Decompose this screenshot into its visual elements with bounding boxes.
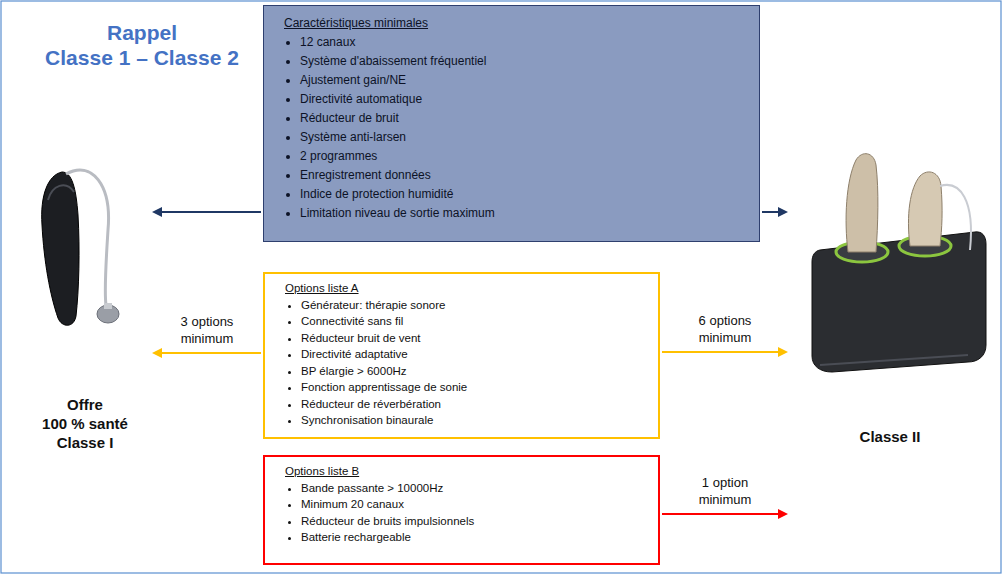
bullet-item: 12 canaux bbox=[300, 33, 745, 52]
bullet-item: 2 programmes bbox=[300, 147, 745, 166]
options-box: Options liste BBande passante > 10000HzM… bbox=[263, 455, 660, 565]
bullet-item: Minimum 20 canaux bbox=[301, 496, 644, 513]
title-subline: Classe 1 – Classe 2 bbox=[22, 45, 262, 70]
hearing-aid-bte bbox=[42, 170, 119, 325]
diagram-title: Rappel bbox=[22, 20, 262, 45]
device-class-group: Offre100 % santéClasse I bbox=[20, 150, 150, 475]
class-label: Offre bbox=[20, 395, 150, 414]
arrow-head bbox=[778, 347, 788, 357]
node-content: Classe II bbox=[790, 427, 990, 446]
class-label: 100 % santé bbox=[20, 414, 150, 433]
bullet-item: Fonction apprentissage de sonie bbox=[301, 379, 644, 396]
arrow-head bbox=[152, 348, 162, 358]
node-content: Options liste AGénérateur: thérapie sono… bbox=[285, 280, 644, 429]
bullet-item: Réducteur de bruits impulsionnels bbox=[301, 513, 644, 530]
bullet-item: Directivité adaptative bbox=[301, 346, 644, 363]
bullet-list: 12 canauxSystème d'abaissement fréquenti… bbox=[284, 33, 745, 223]
node-content: Options liste BBande passante > 10000HzM… bbox=[285, 463, 644, 546]
bullet-list: Générateur: thérapie sonoreConnectivité … bbox=[285, 297, 644, 429]
bullet-item: Synchronisation binaurale bbox=[301, 412, 644, 429]
edge-label: 1 option minimum bbox=[681, 474, 769, 508]
connector-line bbox=[762, 211, 779, 213]
bullet-item: Réducteur de bruit bbox=[300, 109, 745, 128]
charger-with-hearing-aids bbox=[812, 154, 986, 372]
bullet-item: Générateur: thérapie sonore bbox=[301, 297, 644, 314]
list-heading: Options liste B bbox=[285, 463, 644, 480]
bullet-item: Réducteur bruit de vent bbox=[301, 330, 644, 347]
node-content: Caractéristiques minimales12 canauxSystè… bbox=[284, 14, 745, 223]
bullet-item: Ajustement gain/NE bbox=[300, 71, 745, 90]
class-label: Classe I bbox=[20, 433, 150, 452]
bullet-item: BP élargie > 6000Hz bbox=[301, 363, 644, 380]
device-class-group: Classe II bbox=[790, 140, 990, 530]
connector-arrow bbox=[662, 509, 788, 519]
bullet-item: Batterie rechargeable bbox=[301, 529, 644, 546]
edge-label: 3 options minimum bbox=[163, 313, 251, 347]
bullet-item: Système anti-larsen bbox=[300, 128, 745, 147]
list-heading: Caractéristiques minimales bbox=[284, 14, 745, 33]
requirements-box: Caractéristiques minimales12 canauxSystè… bbox=[263, 5, 760, 242]
options-box: Options liste AGénérateur: thérapie sono… bbox=[263, 272, 660, 439]
bullet-item: Limitation niveau de sortie maximum bbox=[300, 204, 745, 223]
connector-arrow bbox=[152, 348, 261, 358]
list-heading: Options liste A bbox=[285, 280, 644, 297]
bullet-item: Bande passante > 10000Hz bbox=[301, 480, 644, 497]
connector-arrow bbox=[762, 207, 788, 217]
connector-arrow bbox=[662, 347, 788, 357]
bullet-item: Indice de protection humidité bbox=[300, 185, 745, 204]
arrow-head bbox=[152, 207, 162, 217]
bullet-list: Bande passante > 10000HzMinimum 20 canau… bbox=[285, 480, 644, 546]
bullet-item: Connectivité sans fil bbox=[301, 313, 644, 330]
bullet-item: Enregistrement données bbox=[300, 166, 745, 185]
connector-line bbox=[662, 351, 779, 353]
connector-arrow bbox=[152, 207, 261, 217]
bullet-item: Réducteur de réverbération bbox=[301, 396, 644, 413]
connector-line bbox=[161, 352, 261, 354]
connector-line bbox=[662, 513, 779, 515]
class-label: Classe II bbox=[790, 427, 990, 446]
arrow-head bbox=[778, 509, 788, 519]
node-content: Offre100 % santéClasse I bbox=[20, 395, 150, 452]
edge-label: 6 options minimum bbox=[681, 312, 769, 346]
connector-line bbox=[161, 211, 261, 213]
arrow-head bbox=[778, 207, 788, 217]
bullet-item: Système d'abaissement fréquentiel bbox=[300, 52, 745, 71]
bullet-item: Directivité automatique bbox=[300, 90, 745, 109]
